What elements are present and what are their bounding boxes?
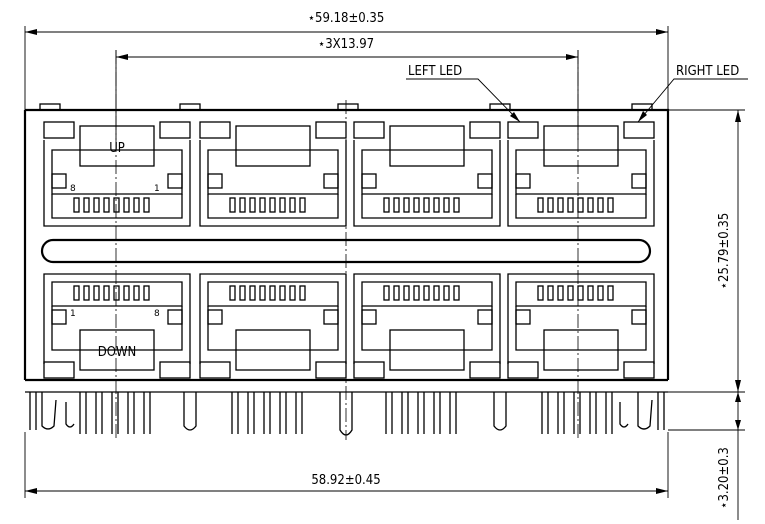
bottom-port-1: [43, 273, 191, 379]
overall-width-dimension: ⋆59.18±0.35: [24, 11, 669, 110]
up-label: UP: [109, 141, 125, 156]
top-pin-8-label: 8: [70, 184, 76, 194]
top-port-2: [199, 121, 347, 227]
bottom-port-4: [507, 273, 655, 379]
top-port-1: [43, 121, 191, 227]
top-port-3: [353, 121, 501, 227]
housing: [23, 103, 670, 393]
bottom-port-3: [353, 273, 501, 379]
left-led-label: LEFT LED: [408, 64, 462, 79]
base-width-dimension: 58.92±0.45: [24, 432, 669, 498]
top-port-4: [507, 121, 655, 227]
pitch-label: ⋆3X13.97: [318, 37, 374, 52]
height-dimension: ⋆25.79±0.35: [668, 109, 745, 393]
pins: [29, 392, 665, 436]
top-pin-1-label: 1: [154, 184, 160, 194]
down-label: DOWN: [98, 345, 137, 360]
pitch-dimension: ⋆3X13.97: [115, 37, 579, 140]
top-row-ports: UP 8 1: [43, 121, 655, 227]
height-label: ⋆25.79±0.35: [717, 213, 732, 290]
right-led-label: RIGHT LED: [676, 64, 739, 79]
bottom-pin-1-label: 1: [70, 309, 76, 319]
bottom-row-ports: DOWN 1 8: [43, 273, 655, 379]
bottom-pin-8-label: 8: [154, 309, 160, 319]
overall-width-label: ⋆59.18±0.35: [308, 11, 385, 26]
center-lines: [115, 50, 579, 440]
bottom-port-2: [199, 273, 347, 379]
led-callouts: LEFT LED RIGHT LED: [406, 64, 748, 123]
pin-length-label: ⋆3.20±0.3: [717, 447, 732, 509]
base-width-label: 58.92±0.45: [311, 473, 380, 488]
pin-length-dimension: ⋆3.20±0.3: [668, 392, 745, 520]
